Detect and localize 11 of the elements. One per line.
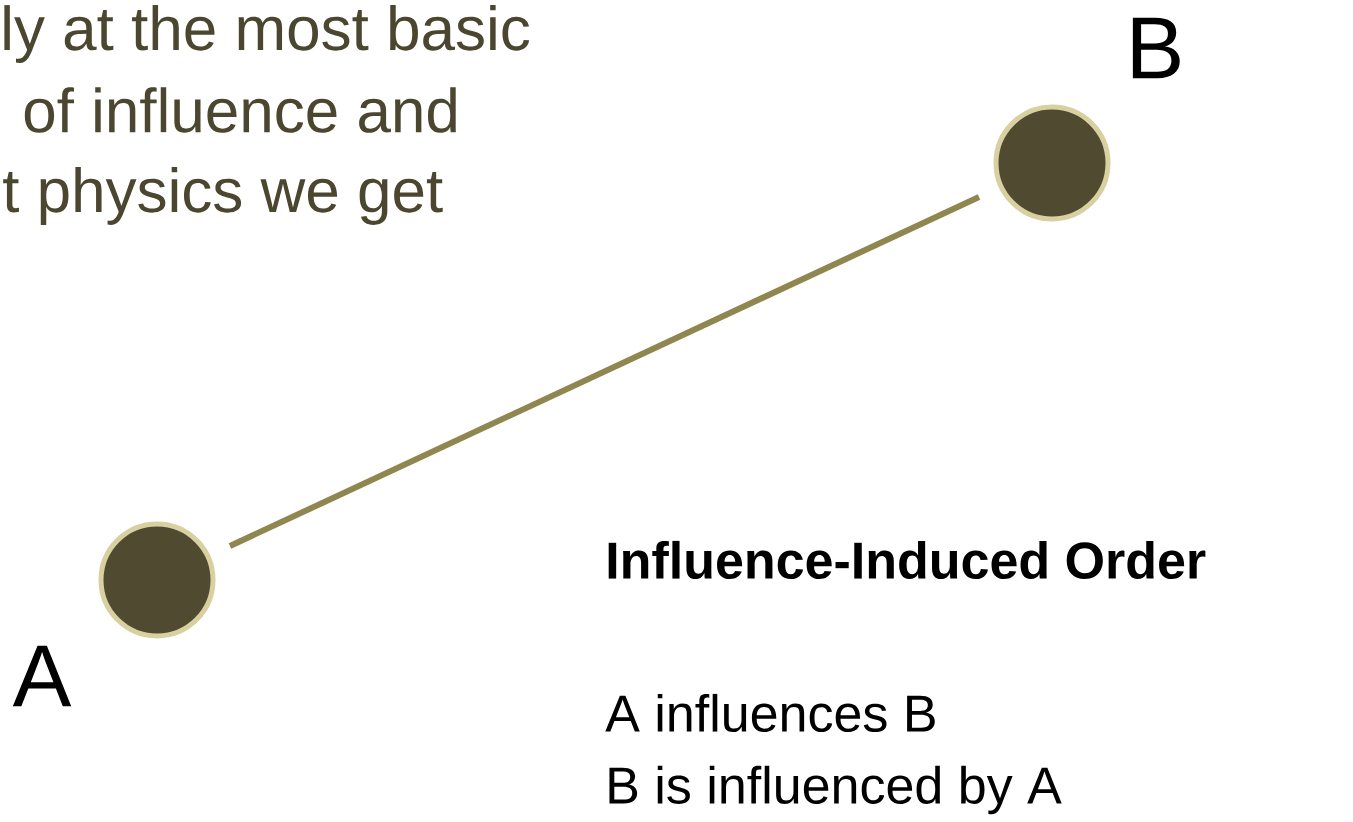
body-text: A influences B <box>605 693 935 733</box>
body-text: t physics we get <box>3 167 443 225</box>
heading: Influence-Induced Order <box>608 540 1206 580</box>
node-circle <box>993 104 1111 222</box>
node-circle <box>98 521 216 639</box>
body-text: of influence and <box>24 87 456 133</box>
node-label: B <box>1132 17 1180 79</box>
body-text: B is influenced by A <box>609 765 1062 815</box>
body-text: ly at the most basic <box>4 5 530 63</box>
node-label: A <box>12 645 72 707</box>
connector-line <box>228 194 981 549</box>
